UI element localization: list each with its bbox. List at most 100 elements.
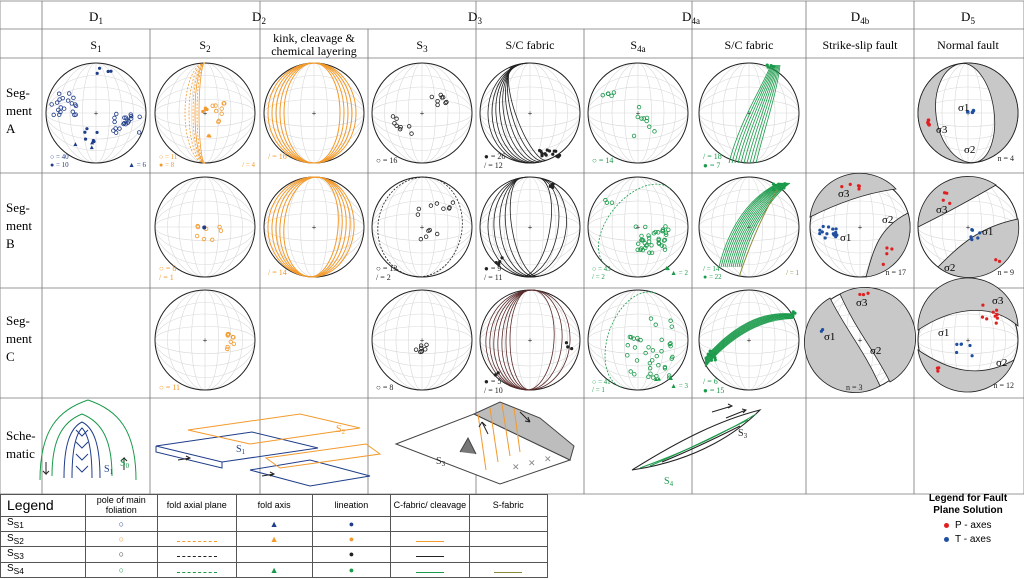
pole-point [416, 206, 422, 212]
stat-label: / = 2 [376, 273, 391, 282]
schematic-s3-label: S3 [436, 456, 446, 468]
lineation-point [766, 65, 770, 69]
legend-cell [390, 561, 470, 579]
compression-quadrant [917, 176, 997, 228]
pole-point [662, 237, 668, 243]
pole-point [60, 95, 65, 101]
great-circle [271, 62, 315, 164]
pole-point [213, 108, 219, 114]
great-circle [724, 182, 783, 268]
pole-point [651, 231, 657, 236]
lineation-point [95, 71, 99, 75]
pole-point [604, 200, 610, 205]
pole-point [219, 111, 224, 116]
legend-cell [157, 546, 237, 563]
pole-point [434, 201, 440, 206]
pole-point [659, 243, 665, 248]
compression-quadrant [865, 212, 911, 278]
lineation-point [935, 366, 940, 370]
pole-point [424, 342, 429, 347]
lineation-point [835, 233, 839, 237]
primitive-circle [698, 176, 800, 278]
pole-point [639, 116, 644, 121]
legend-cell [468, 546, 549, 563]
stereonet-b-s4a: +○ = 43/ = 2▲ = 2 [587, 176, 689, 281]
lineation-point [994, 258, 998, 262]
lineation-point [948, 201, 952, 206]
pole-point [428, 203, 434, 208]
sigma3-label: σ3 [856, 297, 868, 309]
pole-point [121, 121, 126, 127]
pole-point [114, 111, 119, 117]
lineation-point [968, 343, 972, 348]
lineation-point [991, 310, 995, 314]
t-axes-entry: T - axes [944, 534, 1020, 545]
pole-point [664, 232, 669, 237]
stereonet-c-sc3: +● = 5/ = 10 [479, 289, 581, 395]
lineation-point [545, 148, 549, 152]
lineation-point [548, 184, 552, 189]
pole-point [635, 247, 640, 252]
stereonet-a-s3: +○ = 16 [371, 62, 473, 165]
stat-label: / = 1 [592, 386, 605, 394]
great-circle [526, 289, 563, 391]
center-mark: + [203, 109, 208, 118]
pole-point [659, 349, 664, 354]
legend-col-fold-axis: fold axis [235, 494, 313, 517]
stereonet-c-s3: +○ = 8 [371, 289, 473, 392]
sigma3-label: σ3 [936, 124, 948, 136]
legend-cell [157, 561, 237, 579]
pole-point [222, 101, 227, 106]
pole-point [639, 233, 644, 239]
row-label: matic [6, 446, 35, 461]
legend-cell [157, 515, 237, 532]
pole-point [201, 236, 207, 242]
stat-label: ● = 22 [703, 273, 722, 281]
legend-col-lineation: lineation [311, 494, 392, 517]
great-circle [309, 176, 355, 278]
center-mark: + [528, 109, 533, 118]
stat-label: ● = 10 [50, 161, 69, 169]
pole-point [632, 372, 637, 377]
lineation-point [970, 110, 975, 115]
lineation-point [106, 69, 110, 74]
pole-point [647, 360, 653, 366]
lineation-point [790, 312, 795, 316]
table-grid [0, 0, 1024, 495]
legend-col-s-fabric: S-fabric [468, 494, 549, 517]
stat-label: ● = 7 [703, 161, 720, 170]
lineation-point [890, 247, 894, 251]
lineation-point [493, 373, 498, 377]
pole-point [394, 123, 399, 128]
center-mark: + [747, 109, 752, 118]
pole-point [632, 345, 638, 350]
stereonet-a-s4a: +○ = 14 [587, 62, 689, 165]
legend-cell: ▲ [235, 530, 313, 548]
stat-label: ○ = 16 [376, 156, 397, 165]
schematic-s0-label: S0 [120, 458, 130, 470]
legend-cell [390, 515, 470, 532]
great-circle [521, 177, 552, 277]
primitive-circle [371, 289, 473, 391]
pole-point [128, 113, 134, 119]
fault-plane-legend: Legend for Fault Plane Solution P - axes… [916, 493, 1020, 545]
great-circle [313, 62, 353, 164]
pole-point [625, 353, 630, 358]
column-header: chemical layering [271, 44, 357, 58]
legend-cell [235, 546, 313, 563]
great-circle [313, 62, 345, 164]
great-circle [722, 182, 782, 268]
pole-point [56, 107, 61, 113]
great-circle [194, 62, 206, 164]
pole-point [647, 250, 652, 255]
pole-point [434, 231, 440, 237]
lineation-point [201, 109, 205, 114]
great-circle [738, 186, 780, 278]
lineation-point [83, 137, 88, 141]
pole-point [65, 98, 71, 103]
lineation-point [777, 186, 781, 191]
pole-point [218, 228, 224, 233]
stat-label: n = 9 [997, 268, 1014, 277]
